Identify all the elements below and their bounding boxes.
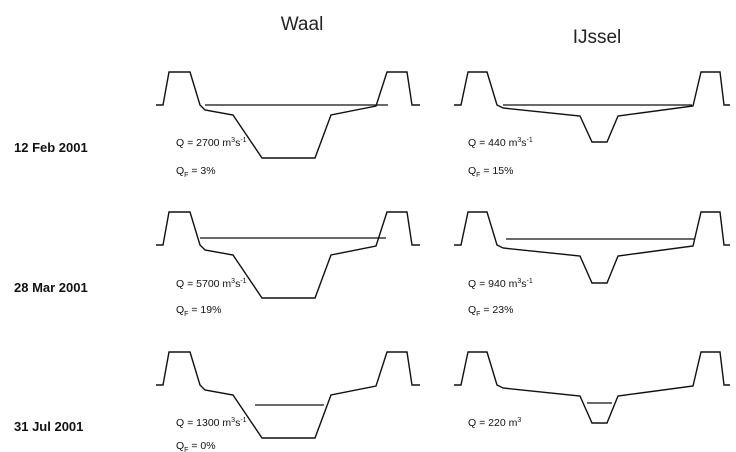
floodplain-fraction-label: QF = 23% xyxy=(468,304,513,318)
discharge-label: Q = 2700 m3s-1 xyxy=(176,137,247,149)
discharge-label: Q = 940 m3s-1 xyxy=(468,278,533,290)
floodplain-fraction-label: QF = 0% xyxy=(176,440,216,452)
discharge-label: Q = 440 m3s-1 xyxy=(468,137,533,149)
floodplain-fraction-label: QF = 19% xyxy=(176,304,221,318)
column-title-waal: Waal xyxy=(281,14,324,35)
floodplain-fraction-label: QF = 15% xyxy=(468,165,513,179)
discharge-label: Q = 5700 m3s-1 xyxy=(176,278,247,290)
row-date-label: 28 Mar 2001 xyxy=(14,280,88,295)
column-title-ijssel: IJssel xyxy=(573,27,622,48)
ijssel-cross-section-profile xyxy=(454,351,730,424)
waal-cross-section-profile xyxy=(156,351,420,439)
row-date-label: 12 Feb 2001 xyxy=(14,140,88,155)
discharge-label: Q = 220 m3 xyxy=(468,417,521,429)
floodplain-fraction-label: QF = 3% xyxy=(176,165,216,179)
ijssel-cross-section-profile xyxy=(454,211,730,284)
waal-cross-section-profile xyxy=(156,211,420,299)
waal-cross-section-profile xyxy=(156,71,420,159)
discharge-label: Q = 1300 m3s-1 xyxy=(176,417,247,429)
ijssel-cross-section-profile xyxy=(454,71,730,143)
row-date-label: 31 Jul 2001 xyxy=(14,419,83,434)
